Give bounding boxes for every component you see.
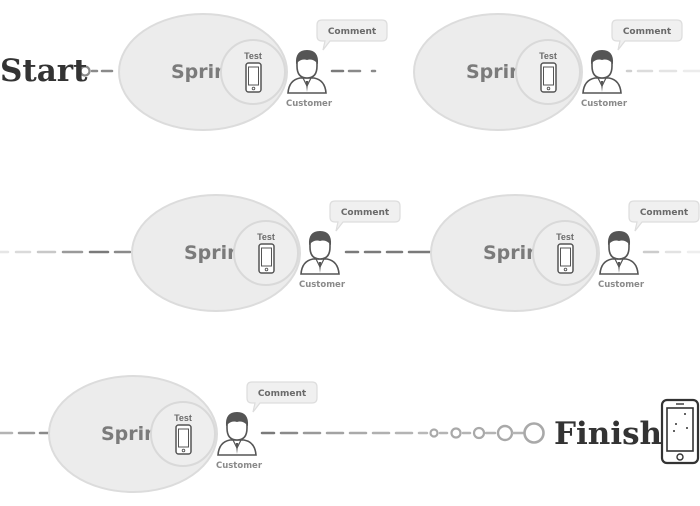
test-label: Test	[174, 413, 192, 423]
customer-icon	[300, 231, 340, 275]
finish-approach-node	[429, 428, 439, 438]
speech-bubble-icon	[329, 200, 401, 232]
customer-icon	[582, 50, 622, 94]
smartphone-icon	[258, 243, 275, 274]
test-label: Test	[556, 232, 574, 242]
smartphone-icon	[175, 424, 192, 455]
smartphone-icon	[540, 62, 557, 93]
comment-label: Comment	[640, 208, 689, 218]
test-label: Test	[257, 232, 275, 242]
sprint-label: Sprint	[483, 242, 549, 264]
customer-label: Customer	[581, 99, 628, 109]
smartphone-icon	[557, 243, 574, 274]
customer-icon	[217, 412, 257, 456]
customer-label: Customer	[216, 461, 263, 471]
customer-label: Customer	[286, 99, 333, 109]
speech-bubble-icon	[628, 200, 700, 232]
comment-label: Comment	[623, 27, 672, 37]
sprint-label: Sprint	[101, 423, 167, 445]
customer-icon	[599, 231, 639, 275]
customer-label: Customer	[598, 280, 645, 290]
customer-icon	[287, 50, 327, 94]
comment-label: Comment	[328, 27, 377, 37]
comment-label: Comment	[341, 208, 390, 218]
speech-bubble-icon	[316, 19, 388, 51]
connectors	[0, 65, 700, 444]
speech-bubble-icon	[246, 381, 318, 413]
tablet-icon	[660, 398, 700, 465]
comment-label: Comment	[258, 389, 307, 399]
test-label: Test	[244, 51, 262, 61]
sprints-layer: SprintTestCustomerCommentSprintTestCusto…	[48, 13, 700, 493]
finish-approach-node	[450, 427, 462, 439]
sprint-label: Sprint	[466, 61, 532, 83]
smartphone-icon	[245, 62, 262, 93]
finish-approach-node	[496, 424, 514, 442]
sprint-label: Sprint	[171, 61, 237, 83]
start-label: Start	[0, 53, 88, 89]
finish-approach-node	[472, 426, 486, 440]
start-node	[79, 65, 91, 77]
customer-label: Customer	[299, 280, 346, 290]
speech-bubble-icon	[611, 19, 683, 51]
finish-label: Finish	[554, 416, 662, 452]
test-label: Test	[539, 51, 557, 61]
sprint-label: Sprint	[184, 242, 250, 264]
finish-node	[523, 422, 545, 444]
